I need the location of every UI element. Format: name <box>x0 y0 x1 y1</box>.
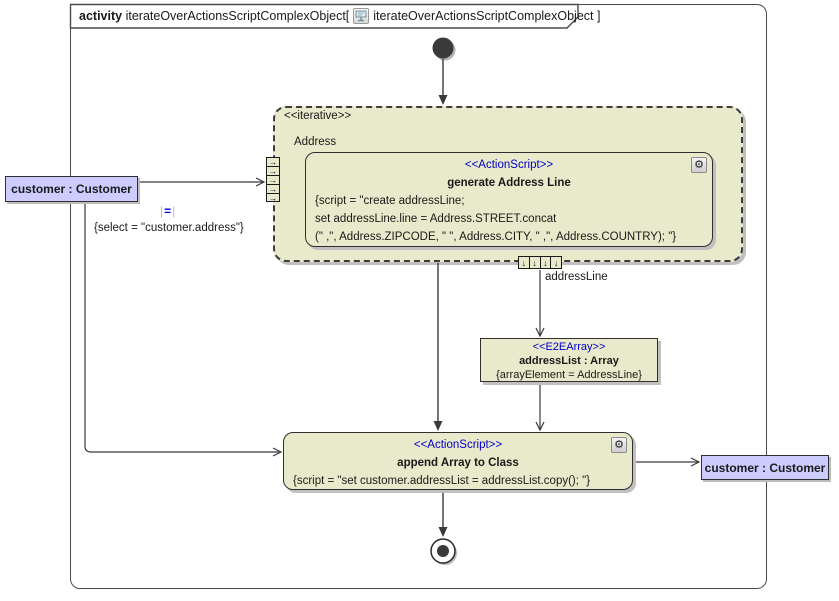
right-arrow-icon: → <box>267 175 279 185</box>
action-generate-address-line[interactable]: ⚙ <<ActionScript>> generate Address Line… <box>305 152 713 247</box>
right-arrow-icon: → <box>267 184 279 194</box>
action-script-line: set addressLine.line = Address.STREET.co… <box>315 213 557 225</box>
action-append-array-to-class[interactable]: ⚙ <<ActionScript>> append Array to Class… <box>283 432 633 490</box>
frame-title: activity iterateOverActionsScriptComplex… <box>79 8 600 24</box>
frame-name: iterateOverActionsScriptComplexObject[ <box>125 9 350 23</box>
right-arrow-icon: → <box>267 166 279 176</box>
right-arrow-icon: → <box>267 157 279 167</box>
action-stereotype: <<ActionScript>> <box>413 439 503 451</box>
equals-icon: | = | <box>160 204 176 218</box>
action-script-line: (" ,", Address.ZIPCODE, " ", Address.CIT… <box>315 231 677 243</box>
frame-diagram-name: iterateOverActionsScriptComplexObject ] <box>373 9 601 23</box>
object-node-label: customer : Customer <box>11 182 132 196</box>
array-node-stereotype: <<E2EArray>> <box>532 341 606 353</box>
object-node-customer-left[interactable]: customer : Customer <box>5 176 138 202</box>
action-stereotype: <<ActionScript>> <box>464 159 554 171</box>
right-arrow-icon: → <box>268 193 278 203</box>
down-arrow-icon: ↓ <box>519 257 530 268</box>
frame-keyword: activity <box>79 9 123 23</box>
edge-label-addressline: addressLine <box>545 271 608 283</box>
region-input-element-label: Address <box>294 136 337 148</box>
object-node-customer-right[interactable]: customer : Customer <box>701 455 829 480</box>
action-script-line: {script = "create addressLine; <box>315 195 465 207</box>
down-arrow-icon: ↓ <box>541 257 552 268</box>
input-expansion-node[interactable]: → → → → → <box>266 157 280 202</box>
action-script-line: {script = "set customer.addressList = ad… <box>293 475 591 487</box>
object-node-label: customer : Customer <box>704 460 826 475</box>
edge-label-select-constraint: {select = "customer.address"} <box>94 222 244 234</box>
output-expansion-node[interactable]: ↓ ↓ ↓ ↓ <box>518 256 562 269</box>
down-arrow-icon: ↓ <box>553 258 559 268</box>
activity-diagram-icon <box>353 8 370 24</box>
down-arrow-icon: ↓ <box>530 257 541 268</box>
activity-frame <box>70 4 767 589</box>
gear-icon[interactable]: ⚙ <box>611 437 627 453</box>
action-name: append Array to Class <box>397 457 519 469</box>
gear-icon[interactable]: ⚙ <box>691 157 707 173</box>
array-node-constraint: {arrayElement = AddressLine} <box>496 369 642 381</box>
object-node-addresslist-array[interactable]: <<E2EArray>> addressList : Array {arrayE… <box>480 338 658 382</box>
action-name: generate Address Line <box>447 177 571 189</box>
array-node-name: addressList : Array <box>519 355 619 367</box>
region-stereotype: <<iterative>> <box>284 110 352 122</box>
